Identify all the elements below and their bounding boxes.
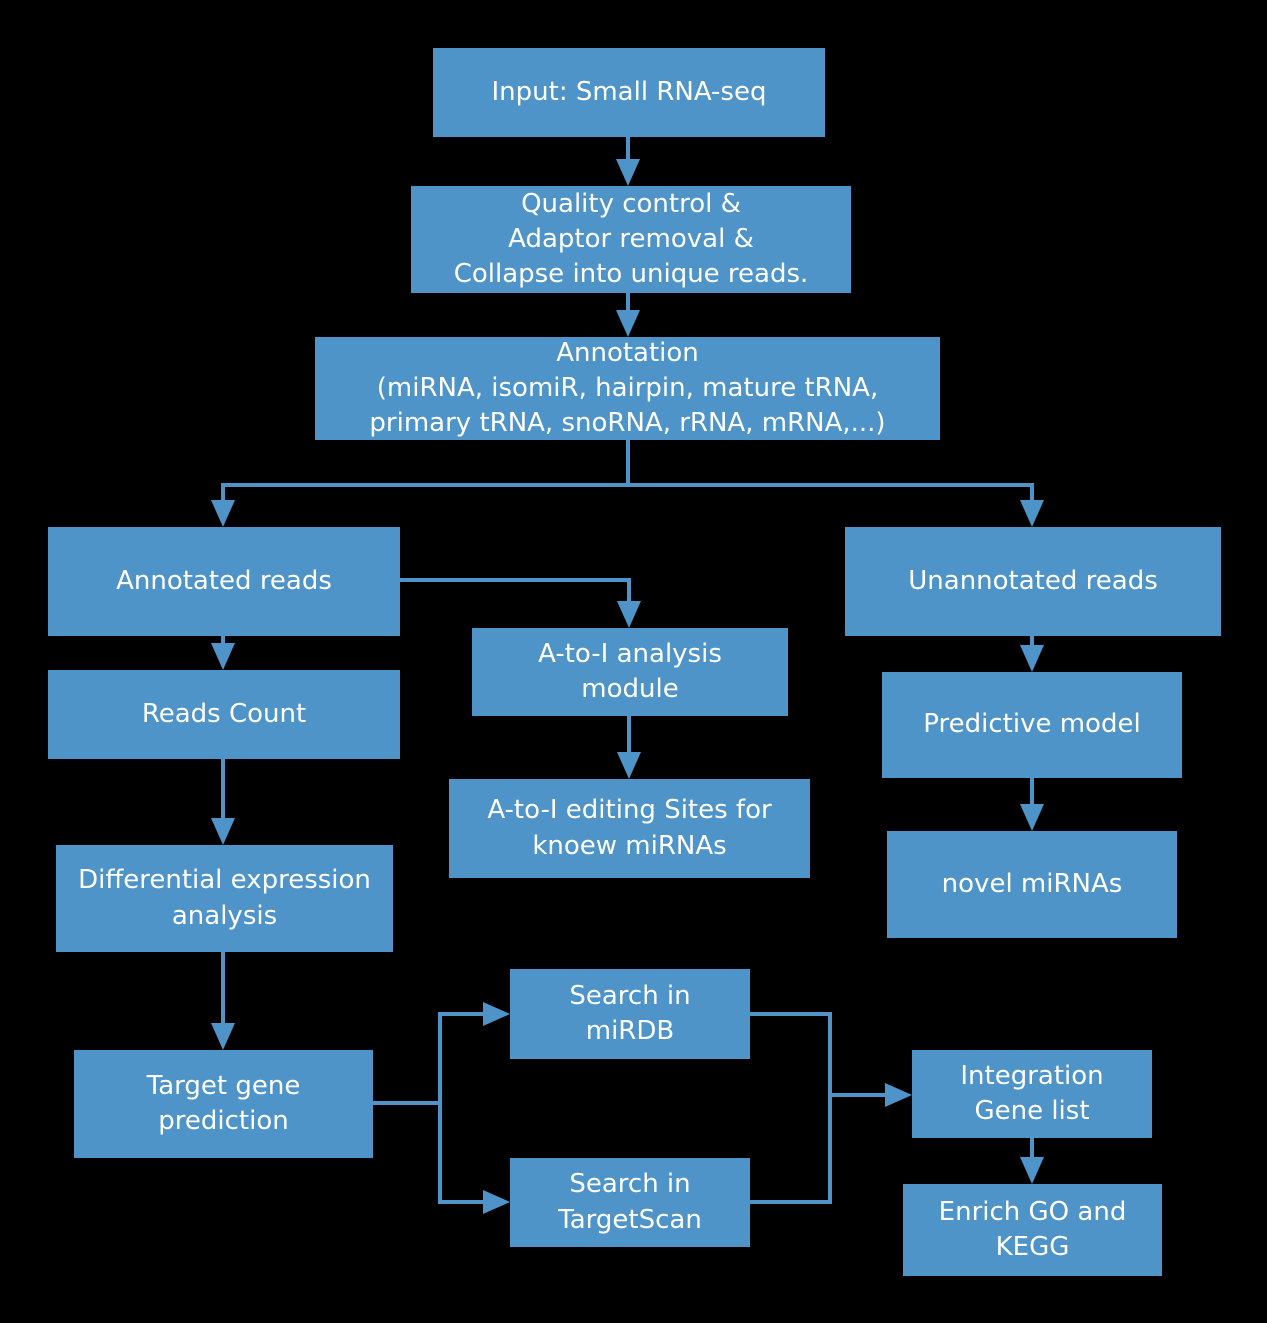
connector-diffexpr-to-targetgene-line <box>221 952 225 1024</box>
connector-targetscan-to-merge-line <box>750 1200 832 1204</box>
node-differential-expression: Differential expression analysis <box>56 845 393 952</box>
node-integration-gene-list: Integration Gene list <box>912 1050 1152 1138</box>
connector-branch-to-annotated-line <box>221 487 225 501</box>
node-input: Input: Small RNA-seq <box>433 48 825 137</box>
connector-fork-vline <box>438 1012 442 1204</box>
node-predictive-model: Predictive model <box>882 672 1182 778</box>
connector-unannotated-to-predictive-line <box>1030 636 1034 647</box>
connector-mirdb-to-merge-line <box>750 1012 832 1016</box>
connector-input-to-qc-line <box>626 137 630 160</box>
arrowhead-predictive-to-novel-icon <box>1020 804 1044 831</box>
arrowhead-input-to-qc-icon <box>616 159 640 186</box>
node-annotated-reads: Annotated reads <box>48 527 400 636</box>
connector-targetgene-out-line <box>373 1101 442 1105</box>
arrowhead-branch-to-annotated-icon <box>211 500 235 527</box>
connector-qc-to-annotation-line <box>626 293 630 311</box>
connector-annotation-stem-line <box>626 440 630 487</box>
node-annotation: Annotation (miRNA, isomiR, hairpin, matu… <box>315 337 940 440</box>
connector-predictive-to-novel-line <box>1030 778 1034 806</box>
arrowhead-readscount-to-diffexpr-icon <box>211 818 235 845</box>
connector-fork-to-targetscan-line <box>438 1200 484 1204</box>
connector-merge-to-integration-line <box>832 1093 886 1097</box>
connector-annotated-to-atoi-vline <box>627 578 631 602</box>
arrowhead-atoi-to-sites-icon <box>617 752 641 779</box>
node-enrich-go-kegg: Enrich GO and KEGG <box>903 1184 1162 1276</box>
node-search-targetscan: Search in TargetScan <box>510 1158 750 1247</box>
node-reads-count: Reads Count <box>48 670 400 759</box>
connector-atoi-to-sites-line <box>627 716 631 753</box>
arrowhead-diffexpr-to-targetgene-icon <box>211 1023 235 1050</box>
connector-fork-to-mirdb-line <box>438 1012 484 1016</box>
connector-merge-vline <box>828 1012 832 1204</box>
arrowhead-fork-to-targetscan-icon <box>483 1190 510 1214</box>
node-target-gene-prediction: Target gene prediction <box>74 1050 373 1158</box>
arrowhead-annotated-to-atoi-icon <box>617 601 641 628</box>
node-unannotated-reads: Unannotated reads <box>845 527 1221 636</box>
arrowhead-integration-to-enrich-icon <box>1020 1157 1044 1184</box>
connector-readscount-to-diffexpr-line <box>221 759 225 819</box>
node-search-mirdb: Search in miRDB <box>510 969 750 1059</box>
arrowhead-qc-to-annotation-icon <box>616 310 640 337</box>
node-novel-mirnas: novel miRNAs <box>887 831 1177 938</box>
connector-annotated-to-readscount-line <box>221 636 225 645</box>
node-atoi-analysis-module: A-to-I analysis module <box>472 628 788 716</box>
node-atoi-editing-sites: A-to-I editing Sites for knoew miRNAs <box>449 779 810 878</box>
arrowhead-annotated-to-readscount-icon <box>211 643 235 670</box>
connector-integration-to-enrich-line <box>1030 1138 1034 1159</box>
connector-branch-to-unannotated-line <box>1030 487 1034 501</box>
arrowhead-unannotated-to-predictive-icon <box>1020 645 1044 672</box>
connector-annotation-branch-line <box>221 483 1034 487</box>
arrowhead-fork-to-mirdb-icon <box>483 1002 510 1026</box>
connector-annotated-to-atoi-hline <box>400 578 631 582</box>
node-quality-control: Quality control & Adaptor removal & Coll… <box>411 186 851 293</box>
arrowhead-branch-to-unannotated-icon <box>1020 500 1044 527</box>
arrowhead-merge-to-integration-icon <box>885 1083 912 1107</box>
